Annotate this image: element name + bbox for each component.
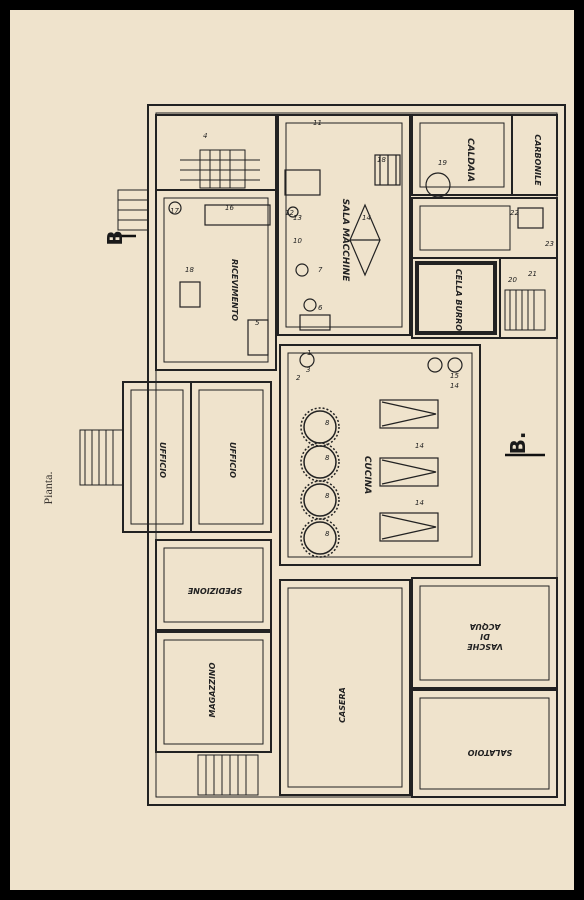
stairs-small [504,289,546,331]
label-carbonile: CARBONILE [533,134,542,186]
ref-number: 18 [377,156,386,164]
room-casera [279,579,411,796]
ref-number: 15 [450,372,459,380]
label-caldaia: CALDAIA [465,138,475,182]
stairs-bottom [197,754,259,796]
ref-number: 10 [293,237,302,245]
ref-number: 7 [318,266,323,274]
ref-number: 19 [438,159,447,167]
room-small-right [499,257,558,339]
ref-number: 5 [255,319,260,327]
ref-number: 3 [306,366,310,374]
label-casera: CASERA [338,687,347,723]
room-caldaia [411,114,513,196]
ref-number: 16 [225,204,234,212]
stairs-top [180,149,260,189]
ref-number: 12 [285,209,294,217]
floor-plan: B B. CALDAIA CARBONILE SALA MACCHINE RIC… [79,104,566,806]
ref-number: 23 [545,240,554,248]
room-spedizione [155,539,272,631]
label-cucina: CUCINA [362,456,372,494]
room-stair-top [155,114,277,191]
ref-number: 8 [325,530,330,538]
room-carbonile [511,114,558,196]
ref-number: 18 [185,266,194,274]
ref-number: 11 [313,119,322,127]
ref-number: 2 [296,374,301,382]
ref-number: 1 [307,349,311,357]
room-salatoio [411,689,558,798]
entry-stairs [79,429,124,486]
cella-burro-insulation [415,261,497,335]
paper-sheet: Pianta. [10,10,574,890]
ref-number: 4 [203,132,207,140]
ref-number: 14 [450,382,459,390]
room-ufficio-left [122,381,192,533]
ref-number: 14 [362,214,371,222]
label-vasche-1: VASCHE [467,642,503,651]
label-ufficio-left: UFFICIO [158,442,167,478]
section-marker-top: B [103,230,127,245]
room-ufficio-right [190,381,272,533]
ref-number: 14 [415,499,424,507]
ref-number: 8 [325,419,330,427]
ref-number: 17 [170,207,179,215]
section-marker-bottom: B. [506,432,530,455]
room-vasche [411,577,558,689]
ref-number: 21 [528,270,537,278]
label-magazzino: MAGAZZINO [208,662,217,717]
room-ricevimento [155,189,277,371]
machinery [168,154,544,373]
room-sala-macchine [277,114,411,336]
kettles [300,407,340,558]
side-steps [117,189,149,231]
label-salatoio: SALATOIO [468,748,513,757]
ref-number: 6 [318,304,323,312]
room-cucina [279,344,481,566]
ref-number: 13 [293,214,302,222]
ref-number: 14 [415,442,424,450]
room-magazzino [155,631,272,753]
label-vasche-2: DI [480,632,490,641]
vats [379,399,439,542]
label-vasche-3: ACQUA [470,622,502,631]
ref-number: 22 [510,209,519,217]
label-spedizione: SPEDIZIONE [187,586,242,595]
label-sala-macchine: SALA MACCHINE [340,199,350,283]
ref-number: 8 [325,454,330,462]
outer-wall [147,104,566,806]
label-cella: CELLA BURRO [454,269,463,331]
ref-number: 8 [325,492,330,500]
label-ricevimento: RICEVIMENTO [230,259,239,321]
ref-number: 20 [508,276,517,284]
label-ufficio-right: UFFICIO [228,442,237,478]
